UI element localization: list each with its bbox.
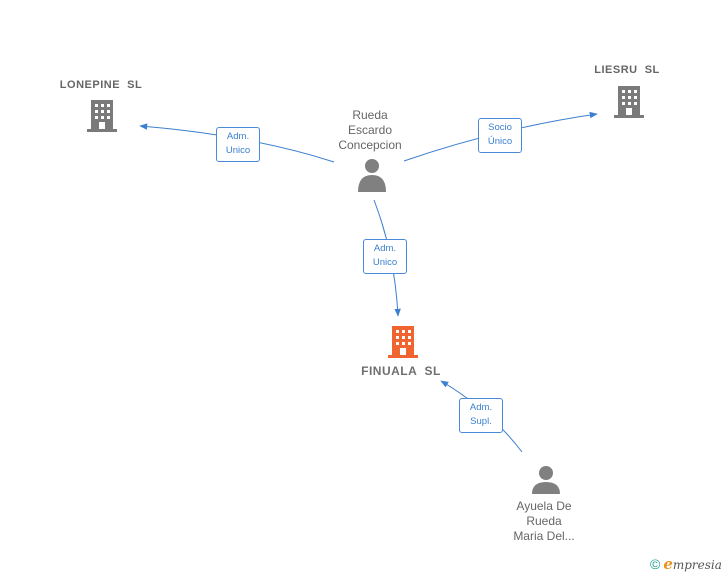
person-name-line: Ayuela De — [516, 499, 572, 513]
company-name-liesru[interactable]: LIESRU SL — [594, 64, 660, 76]
person-name-line: Maria Del... — [513, 529, 575, 543]
relation-label-ayuela-finuala: Adm. Supl. — [459, 398, 503, 433]
person-icon[interactable] — [358, 159, 386, 192]
relation-label-rueda-finuala: Adm. Unico — [363, 239, 407, 274]
building-icon[interactable] — [388, 326, 418, 358]
person-name-line: Rueda — [526, 514, 562, 528]
relation-label-rueda-liesru: Socio Único — [478, 118, 522, 153]
brand-name: empresia — [663, 555, 722, 573]
brand-watermark: © empresia — [650, 555, 722, 573]
copyright-icon: © — [650, 556, 661, 572]
relation-label-rueda-lonepine: Adm. Unico — [216, 127, 260, 162]
building-icon[interactable] — [614, 86, 644, 118]
company-name-lonepine[interactable]: LONEPINE SL — [59, 79, 143, 91]
company-name-finuala[interactable]: FINUALA SL — [361, 364, 441, 378]
person-name-line: Concepcion — [338, 138, 402, 152]
building-icon[interactable] — [87, 100, 117, 132]
person-name-rueda[interactable]: Rueda Escardo Concepcion — [320, 108, 420, 153]
person-name-line: Escardo — [347, 123, 393, 137]
person-name-ayuela[interactable]: Ayuela De Rueda Maria Del... — [494, 499, 594, 544]
person-name-line: Rueda — [352, 108, 388, 122]
person-icon[interactable] — [532, 466, 560, 494]
